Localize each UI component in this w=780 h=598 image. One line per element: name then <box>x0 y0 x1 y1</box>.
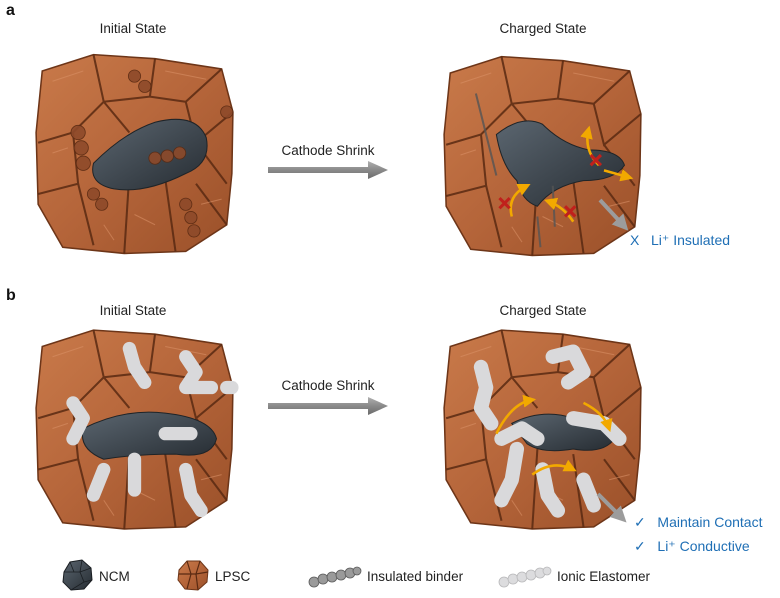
panel-a-charged-title: Charged State <box>499 21 587 36</box>
lpsc-particle-icon <box>177 560 209 591</box>
panel-b-charged-title: Charged State <box>499 303 587 318</box>
panel-b-process-arrow <box>268 397 388 415</box>
legend-lpsc-label: LPSC <box>215 569 251 584</box>
insulated-binder-chains <box>70 69 234 238</box>
li-ion-arrow <box>543 197 575 223</box>
insulated-mark: X <box>630 232 640 248</box>
li-conductive-text: Li⁺ Conductive <box>657 538 750 554</box>
check-icon: ✓ <box>634 514 646 530</box>
panel-a-label: a <box>6 2 15 19</box>
ionic-elastomer-chains <box>66 341 239 518</box>
panel-b-outcome-2: ✓ Li⁺ Conductive <box>634 538 750 555</box>
li-ion-arrow <box>603 168 634 182</box>
ionic-elastomer-icon <box>498 566 552 588</box>
panel-b-initial-title: Initial State <box>99 303 167 318</box>
panel-a-initial-title: Initial State <box>99 21 167 36</box>
li-ion-arrow <box>531 459 577 476</box>
panel-b-process-label: Cathode Shrink <box>281 378 375 393</box>
li-ion-arrow <box>495 394 537 435</box>
li-ion-arrow <box>582 401 613 433</box>
panel-b-outcome-1: ✓ Maintain Contact <box>634 514 762 531</box>
panel-a-process-label: Cathode Shrink <box>281 143 375 158</box>
ncm-region <box>81 411 218 460</box>
ncm-particle-icon <box>62 559 93 591</box>
panel-a-initial-cube <box>32 48 237 258</box>
check-icon: ✓ <box>634 538 646 554</box>
legend-insulated-binder-label: Insulated binder <box>367 569 464 584</box>
panel-b-initial-cube <box>32 326 239 531</box>
panel-a-process-arrow <box>268 161 388 179</box>
panel-a-charged-cube <box>440 50 645 260</box>
insulated-binder-icon <box>308 566 362 588</box>
blocked-path-marks <box>498 153 603 218</box>
ionic-elastomer-chains <box>473 344 627 518</box>
panel-a-outcome-pointer <box>598 198 629 231</box>
legend-ncm-label: NCM <box>99 569 130 584</box>
legend-ionic-elastomer-label: Ionic Elastomer <box>557 569 651 584</box>
panel-b-charged-cube <box>440 326 645 531</box>
maintain-contact-text: Maintain Contact <box>657 514 763 530</box>
li-ion-arrow <box>509 184 531 217</box>
panel-a-outcome: X Li⁺ Insulated <box>630 232 730 249</box>
panel-b-label: b <box>6 287 16 304</box>
insulated-text: Li⁺ Insulated <box>651 232 731 248</box>
panel-b-outcome-pointer <box>596 492 627 523</box>
